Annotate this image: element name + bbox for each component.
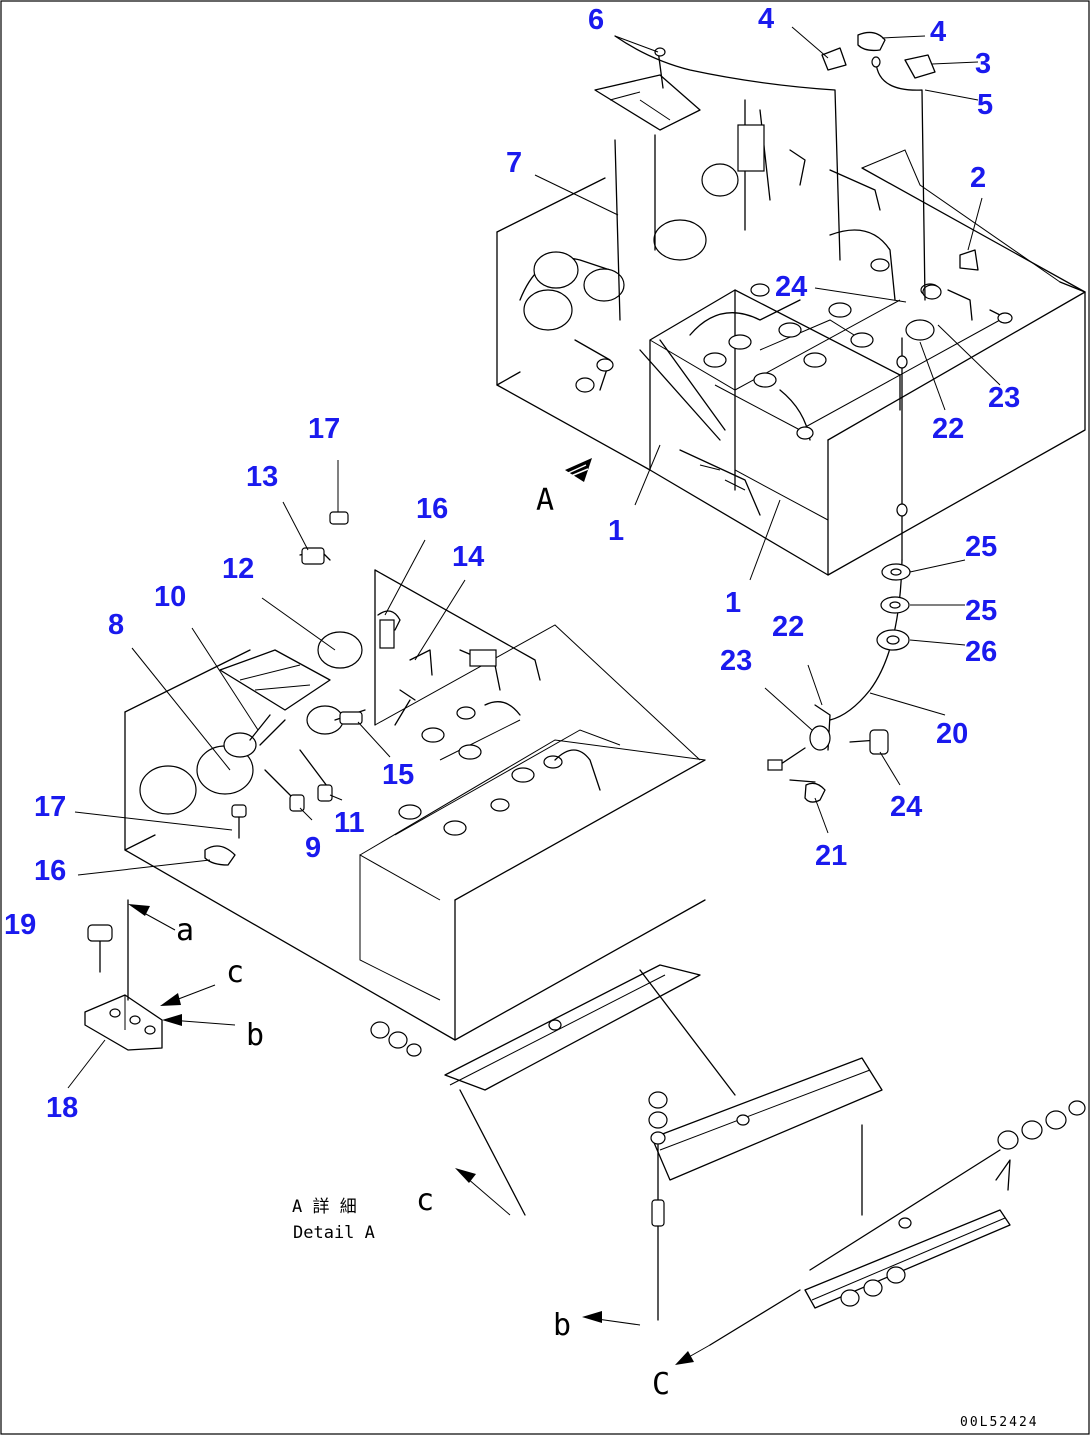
callout-23: 23 [720,645,752,677]
detail-label-en: Detail A [293,1223,375,1243]
callout-22: 22 [932,413,964,445]
callout-12: 12 [222,553,254,585]
leader-lines [67,26,1001,1089]
detail-caption: A 詳 細 Detail A [292,1197,375,1243]
detail-label-jp: A 詳 細 [292,1197,357,1217]
callout-16: 16 [416,493,448,525]
callout-6: 6 [588,4,604,36]
callout-5: 5 [977,89,993,121]
lower-battery-box [124,511,706,1041]
callout-16: 16 [34,855,66,887]
callout-9: 9 [305,832,321,864]
callout-4: 4 [758,3,774,35]
callout-21: 21 [815,840,847,872]
drawing-code: 00L52424 [960,1415,1039,1430]
callout-25: 25 [965,595,997,627]
callout-1: 1 [608,515,624,547]
callout-25: 25 [965,531,997,563]
callout-19: 19 [4,909,36,941]
callout-15: 15 [382,759,414,791]
upper-cable-parts [614,31,936,803]
callout-7: 7 [506,147,522,179]
view-letter-c: c [226,955,244,990]
callout-13: 13 [246,461,278,493]
callout-24: 24 [890,791,922,823]
callout-18: 18 [46,1092,78,1124]
view-letter-c: c [416,1183,434,1218]
callout-14: 14 [452,541,484,573]
callout-11: 11 [334,807,365,839]
upper-battery-box [496,74,1086,576]
callout-22: 22 [772,611,804,643]
callout-1: 1 [725,587,741,619]
callout-10: 10 [154,581,186,613]
view-letter-a: a [176,913,194,948]
view-letter-a-upper: A [536,483,554,518]
callout-26: 26 [965,636,997,668]
callout-23: 23 [988,382,1020,414]
hold-down-hardware [370,964,1086,1346]
callout-numbers: 6 4 4 3 5 7 2 24 23 22 1 1 25 25 26 22 2… [4,3,1020,1124]
callout-4: 4 [930,16,946,48]
view-letter-b: b [553,1308,571,1343]
callout-17: 17 [34,791,66,823]
callout-20: 20 [936,718,968,750]
bracket-18 [84,899,163,1051]
callout-24: 24 [775,271,807,303]
callout-8: 8 [108,609,124,641]
view-letter-c: C [652,1367,670,1402]
callout-17: 17 [308,413,340,445]
view-letter-b: b [246,1018,264,1053]
callout-3: 3 [975,48,991,80]
view-letters: A a c b c b C [176,483,670,1402]
direction-arrows [128,458,711,1365]
callout-2: 2 [970,162,986,194]
